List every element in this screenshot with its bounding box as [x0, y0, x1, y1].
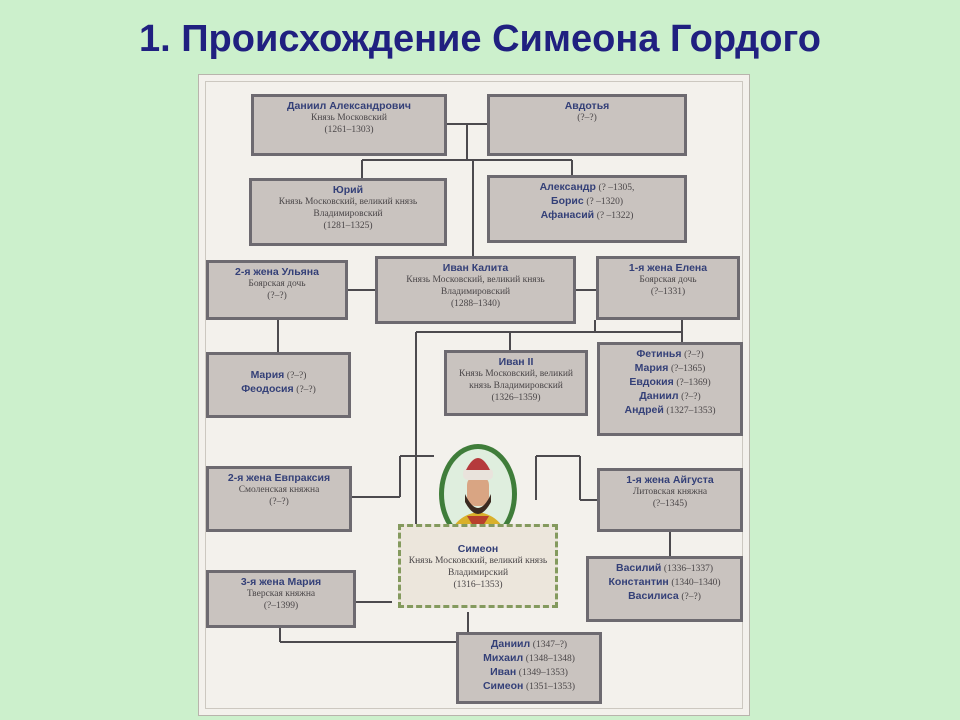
ulyana-daughters-box: Мария (?–?) Феодосия (?–?) — [206, 352, 351, 418]
yuri-box: Юрий Князь Московский, великий князь Вла… — [249, 178, 447, 246]
person-years: (?–1399) — [263, 601, 299, 611]
person-title: Тверская княжна — [246, 589, 316, 600]
person-years: (1281–1325) — [323, 220, 373, 231]
person-years: (1316–1353) — [453, 579, 503, 590]
list-item: Даниил (1347–?) — [490, 638, 568, 650]
list-item: Афанасий (? –1322) — [540, 208, 634, 221]
person-name: Иван Калита — [442, 262, 509, 274]
list-item: Мария (?–?) — [250, 369, 307, 381]
list-item: Симеон (1351–1353) — [482, 679, 576, 692]
list-item: Михаил (1348–1348) — [483, 651, 575, 664]
ulyana-box: 2-я жена Ульяна Боярская дочь (?–?) — [206, 260, 348, 320]
list-item: Константин (1340–1340) — [608, 575, 721, 588]
person-years: (1288–1340) — [450, 298, 501, 309]
aigusta-children-box: Василий (1336–1337) Константин (1340–134… — [586, 556, 743, 622]
person-years: (?–?) — [577, 113, 597, 124]
person-title: Князь Московский, великий князь Владимир… — [406, 275, 545, 297]
list-item: Андрей (1327–1353) — [624, 403, 716, 416]
elena-box: 1-я жена Елена Боярская дочь (?–1331) — [596, 256, 740, 320]
brothers-box: Александр (? –1305, Борис (? –1320) Афан… — [487, 175, 687, 243]
person-years: (1261–1303) — [324, 125, 374, 135]
list-item: Феодосия (?–?) — [241, 382, 316, 395]
person-name: 2-я жена Евпраксия — [227, 472, 331, 484]
list-item: Евдокия (?–1369) — [629, 375, 711, 388]
ivan-kalita-box: Иван Калита Князь Московский, великий кн… — [375, 256, 576, 324]
person-years: (?–?) — [269, 497, 289, 507]
person-name: 2-я жена Ульяна — [235, 266, 319, 278]
person-title: Боярская дочь — [639, 275, 697, 286]
list-item: Василий (1336–1337) — [616, 562, 713, 574]
daniil-aleksandrovich-box: Даниил Александрович Князь Московский (1… — [251, 94, 447, 156]
person-title: Князь Московский, великий князь Владимир… — [278, 197, 418, 219]
maria-children-box: Даниил (1347–?) Михаил (1348–1348) Иван … — [456, 632, 602, 704]
list-item: Александр (? –1305, — [539, 181, 635, 193]
list-item: Иван (1349–1353) — [490, 665, 568, 678]
ivan-ii-box: Иван II Князь Московский, великий князь … — [444, 350, 588, 416]
avdotya-box: Авдотья (?–?) — [487, 94, 687, 156]
simeon-box: Симеон Князь Московский, великий князь В… — [398, 524, 558, 608]
person-name: Юрий — [332, 184, 364, 196]
person-title: Боярская дочь — [248, 279, 306, 290]
list-item: Василиса (?–?) — [628, 589, 701, 602]
person-title: Смоленская княжна — [238, 485, 320, 496]
person-title: Литовская княжна — [632, 487, 708, 498]
maria-third-wife-box: 3-я жена Мария Тверская княжна (?–1399) — [206, 570, 356, 628]
elena-children-box: Фетинья (?–?) Мария (?–1365) Евдокия (?–… — [597, 342, 743, 436]
person-name: 1-я жена Айгуста — [626, 474, 714, 486]
list-item: Борис (? –1320) — [551, 194, 623, 207]
evpraksia-box: 2-я жена Евпраксия Смоленская княжна (?–… — [206, 466, 352, 532]
person-name: Авдотья — [564, 100, 610, 112]
aigusta-box: 1-я жена Айгуста Литовская княжна (?–134… — [597, 468, 743, 532]
person-years: (?–?) — [267, 291, 287, 301]
person-title: Князь Московский, великий князь Владимир… — [408, 556, 548, 578]
list-item: Фетинья (?–?) — [636, 348, 704, 360]
person-name: 3-я жена Мария — [240, 576, 322, 588]
person-years: (1326–1359) — [491, 392, 541, 403]
slide-title: 1. Происхождение Симеона Гордого — [139, 18, 821, 60]
person-name: Симеон — [457, 543, 499, 555]
person-title: Князь Московский — [311, 113, 387, 124]
person-name: Даниил Александрович — [287, 100, 411, 112]
person-years: (?–1331) — [650, 287, 686, 297]
person-years: (?–1345) — [652, 499, 688, 509]
person-name: 1-я жена Елена — [628, 262, 708, 274]
list-item: Мария (?–1365) — [634, 361, 706, 374]
person-title: Князь Московский, великий князь Владимир… — [459, 369, 573, 391]
list-item: Даниил (?–?) — [639, 389, 701, 402]
person-name: Иван II — [498, 356, 534, 368]
